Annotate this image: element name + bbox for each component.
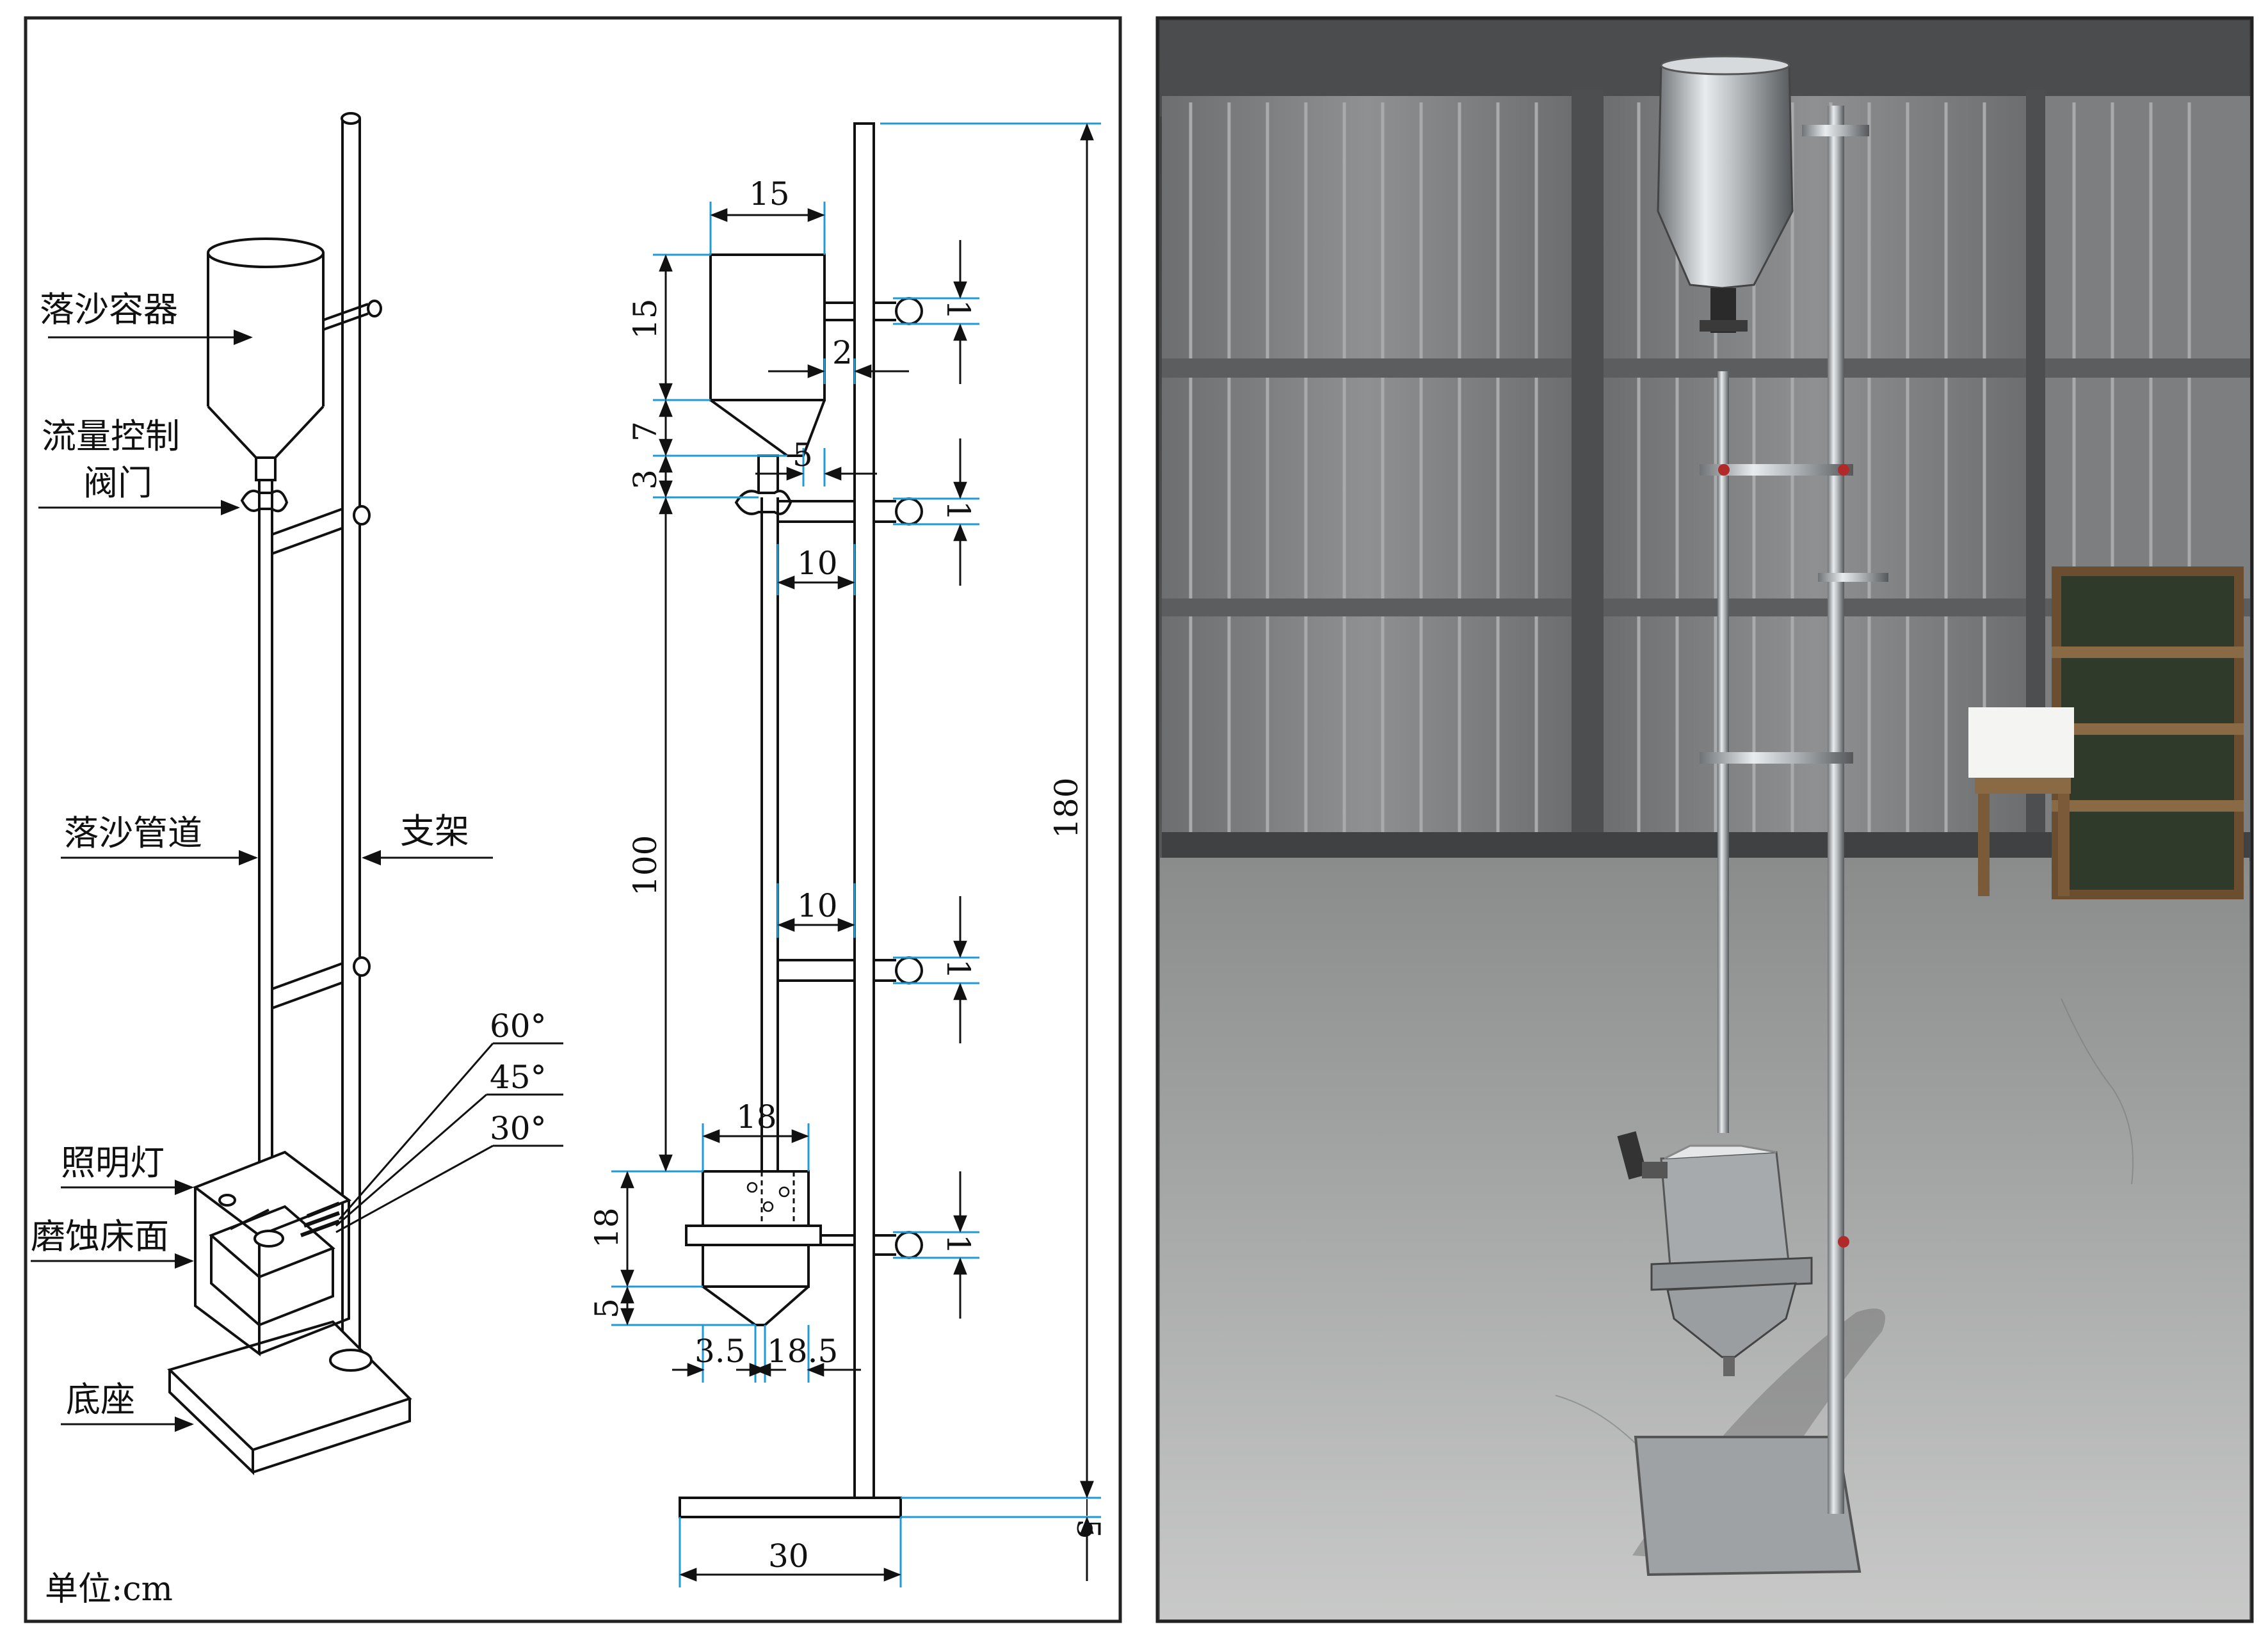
unit-label: 单位:cm [45, 1570, 173, 1609]
background-shelf [1968, 566, 2244, 899]
photograph-of-sand-drop-apparatus-icon [1155, 16, 2254, 1623]
label-flow-valve-1: 流量控制 [42, 416, 180, 456]
dim-offset-2: 2 [832, 334, 853, 371]
isometric-sketch [167, 112, 563, 1475]
label-base: 底座 [66, 1379, 135, 1420]
photo-erosion-box [1660, 1151, 1790, 1275]
front-view [679, 122, 923, 1518]
dim-bed-width: 18 [736, 1098, 777, 1136]
drawing-panel: 落沙容器 流量控制 阀门 落沙管道 支架 照明灯 磨蚀床面 底座 60° 45°… [24, 16, 1122, 1623]
label-light: 照明灯 [61, 1143, 165, 1183]
label-support: 支架 [400, 811, 469, 851]
label-sand-pipe: 落沙管道 [64, 813, 202, 853]
dim-container-height: 15 [627, 298, 664, 339]
dim-arm-10b: 10 [797, 887, 838, 924]
dim-bottom-height: 5 [588, 1298, 625, 1319]
dim-cone-height: 7 [627, 421, 664, 442]
leader-lines [31, 330, 493, 1432]
wall-panels [1162, 90, 2250, 864]
dim-clamp-1c: 1 [940, 959, 977, 979]
dim-base-height: 5 [1070, 1519, 1107, 1539]
dim-top-width: 15 [749, 175, 790, 213]
dim-arm-10a: 10 [797, 545, 838, 582]
dim-bed-height: 18 [588, 1207, 625, 1248]
label-erosion-bed: 磨蚀床面 [31, 1216, 169, 1257]
dim-bottom-left: 3.5 [695, 1333, 746, 1370]
angle-60: 60° [490, 1008, 547, 1045]
dim-clamp-1a: 1 [940, 300, 977, 320]
dim-pipe-length: 100 [627, 835, 664, 896]
label-sand-container: 落沙容器 [40, 289, 178, 330]
dim-clamp-1d: 1 [940, 1234, 977, 1255]
photo-base-plate [1634, 1436, 1862, 1577]
dim-clamp-1b: 1 [940, 501, 977, 521]
dim-bottom-right: 18.5 [767, 1333, 838, 1370]
dim-offset-5: 5 [792, 437, 813, 474]
angle-30: 30° [490, 1110, 547, 1147]
dim-base-width: 30 [768, 1538, 809, 1575]
dim-valve-height: 3 [627, 469, 664, 490]
label-flow-valve-2: 阀门 [83, 463, 152, 503]
angle-45: 45° [490, 1059, 547, 1096]
photo-hopper [1657, 63, 1794, 289]
dim-total-height: 180 [1048, 778, 1085, 839]
dimension-lines [620, 123, 1094, 1582]
